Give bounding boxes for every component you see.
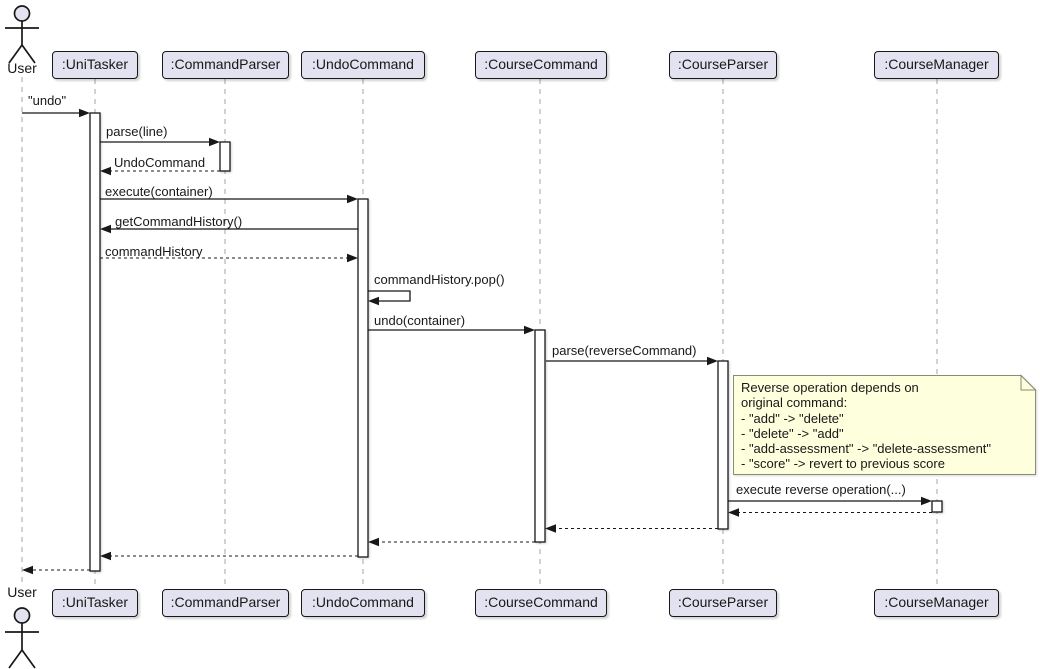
- message-arrows: [22, 108, 932, 575]
- actor-head-icon: [13, 607, 31, 624]
- arrow-self-pop: [368, 290, 411, 302]
- actor-label-top: User: [7, 60, 37, 76]
- activation-undocommand: [357, 198, 369, 558]
- activation-unitasker: [89, 112, 101, 572]
- note-line: - "add" -> "delete": [741, 410, 844, 426]
- message-label-execute-reverse: execute reverse operation(...): [736, 482, 906, 497]
- activation-commandparser: [219, 141, 231, 172]
- participant-unitasker-bottom: :UniTasker: [52, 589, 138, 617]
- actor-figure-top: [5, 5, 39, 64]
- participant-coursemanager-bottom: :CourseManager: [874, 589, 999, 617]
- note-fold-icon: [1020, 374, 1037, 391]
- actor-figure-bottom: [5, 607, 39, 669]
- participant-coursecommand-top: :CourseCommand: [475, 51, 607, 79]
- activation-coursecommand: [534, 329, 546, 543]
- participant-coursemanager-top: :CourseManager: [874, 51, 999, 79]
- participant-undocommand-bottom: :UndoCommand: [301, 589, 425, 617]
- message-label-execute-container: execute(container): [105, 184, 213, 199]
- message-label-parse-line: parse(line): [106, 124, 168, 139]
- message-label-undo: "undo": [28, 93, 67, 108]
- note-line: - "score" -> revert to previous score: [741, 456, 945, 472]
- message-label-commandhistory: commandHistory: [105, 244, 203, 259]
- message-label-commandhistory-pop: commandHistory.pop(): [374, 272, 505, 287]
- actor-label-bottom: User: [7, 584, 37, 600]
- activation-courseparser: [717, 360, 729, 530]
- participant-courseparser-top: :CourseParser: [669, 51, 777, 79]
- participant-commandparser-bottom: :CommandParser: [162, 589, 289, 617]
- lifelines: [21, 77, 938, 588]
- note-shape: [733, 374, 1037, 475]
- activation-coursemanager: [931, 500, 943, 513]
- participant-courseparser-bottom: :CourseParser: [669, 589, 777, 617]
- message-label-parse-reversecommand: parse(reverseCommand): [552, 343, 697, 358]
- participant-unitasker-top: :UniTasker: [52, 51, 138, 79]
- message-label-getcommandhistory: getCommandHistory(): [115, 214, 243, 229]
- activation-bars: [89, 112, 943, 572]
- note-line: original command:: [741, 395, 848, 411]
- note-line: Reverse operation depends on: [741, 380, 919, 395]
- participant-coursecommand-bottom: :CourseCommand: [475, 589, 607, 617]
- note-line: - "add-assessment" -> "delete-assessment…: [741, 441, 992, 457]
- note: Reverse operation depends on original co…: [733, 375, 1035, 475]
- message-label-undocommand: UndoCommand: [114, 155, 206, 170]
- participant-commandparser-top: :CommandParser: [162, 51, 289, 79]
- note-line: - "delete" -> "add": [741, 425, 844, 441]
- message-label-undo-container: undo(container): [374, 313, 466, 328]
- participant-undocommand-top: :UndoCommand: [301, 51, 425, 79]
- actor-head-icon: [13, 5, 31, 22]
